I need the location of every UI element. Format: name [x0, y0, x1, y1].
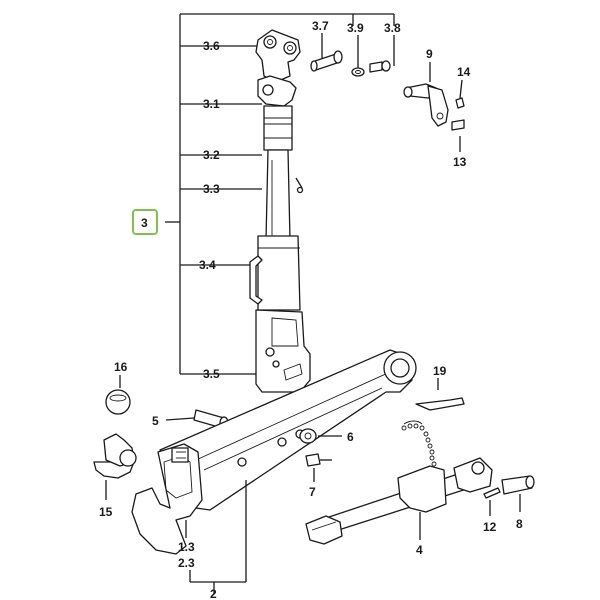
- label-3-8[interactable]: 3.8: [384, 21, 401, 35]
- label-2-3[interactable]: 2.3: [178, 556, 195, 570]
- label-3-1[interactable]: 3.1: [203, 97, 220, 111]
- ball-socket-15[interactable]: [93, 433, 137, 500]
- bolt-3-8[interactable]: [369, 60, 391, 73]
- stabilizer-4[interactable]: [305, 457, 493, 545]
- bolt-13[interactable]: [451, 119, 465, 152]
- label-16[interactable]: 16: [114, 360, 128, 374]
- washer-6[interactable]: [299, 428, 342, 444]
- label-19[interactable]: 19: [433, 364, 447, 378]
- assembly-3-bracket: [165, 13, 395, 375]
- label-7[interactable]: 7: [309, 485, 316, 499]
- label-9[interactable]: 9: [426, 47, 433, 61]
- top-link-assembly[interactable]: [249, 29, 311, 393]
- lower-arm-leaders: [185, 480, 247, 594]
- label-13[interactable]: 13: [453, 155, 467, 169]
- label-3-9[interactable]: 3.9: [347, 21, 364, 35]
- label-3-6[interactable]: 3.6: [203, 39, 220, 53]
- bolt-7[interactable]: [305, 453, 332, 482]
- label-3-7[interactable]: 3.7: [312, 19, 329, 33]
- label-14[interactable]: 14: [457, 65, 471, 79]
- cotter-14[interactable]: [455, 79, 465, 109]
- selected-label-highlight: [132, 209, 158, 235]
- label-5[interactable]: 5: [152, 414, 159, 428]
- label-3-3[interactable]: 3.3: [203, 182, 220, 196]
- washer-3-9[interactable]: [351, 67, 365, 77]
- label-1-3[interactable]: 1.3: [178, 540, 195, 554]
- label-6[interactable]: 6: [347, 430, 354, 444]
- label-4[interactable]: 4: [416, 543, 423, 557]
- pin-bracket-9[interactable]: [403, 62, 449, 127]
- label-3-4[interactable]: 3.4: [199, 258, 216, 272]
- lower-link-arm[interactable]: [131, 349, 417, 555]
- label-2[interactable]: 2: [210, 587, 217, 600]
- cotter-12[interactable]: [483, 487, 501, 516]
- ball-16[interactable]: [105, 375, 131, 415]
- label-12[interactable]: 12: [483, 520, 497, 534]
- label-3-2[interactable]: 3.2: [203, 148, 220, 162]
- label-3-5[interactable]: 3.5: [203, 367, 220, 381]
- pin-3-7[interactable]: [310, 50, 343, 72]
- pin-8[interactable]: [501, 475, 535, 512]
- chain-19[interactable]: [401, 378, 465, 467]
- callout-labels: 3.6 3.1 3.2 3.3 3 3.4 3.5 3.7 3.9 3.8 9 …: [99, 19, 523, 600]
- label-8[interactable]: 8: [516, 517, 523, 531]
- label-3[interactable]: 3: [141, 216, 148, 230]
- label-15[interactable]: 15: [99, 505, 113, 519]
